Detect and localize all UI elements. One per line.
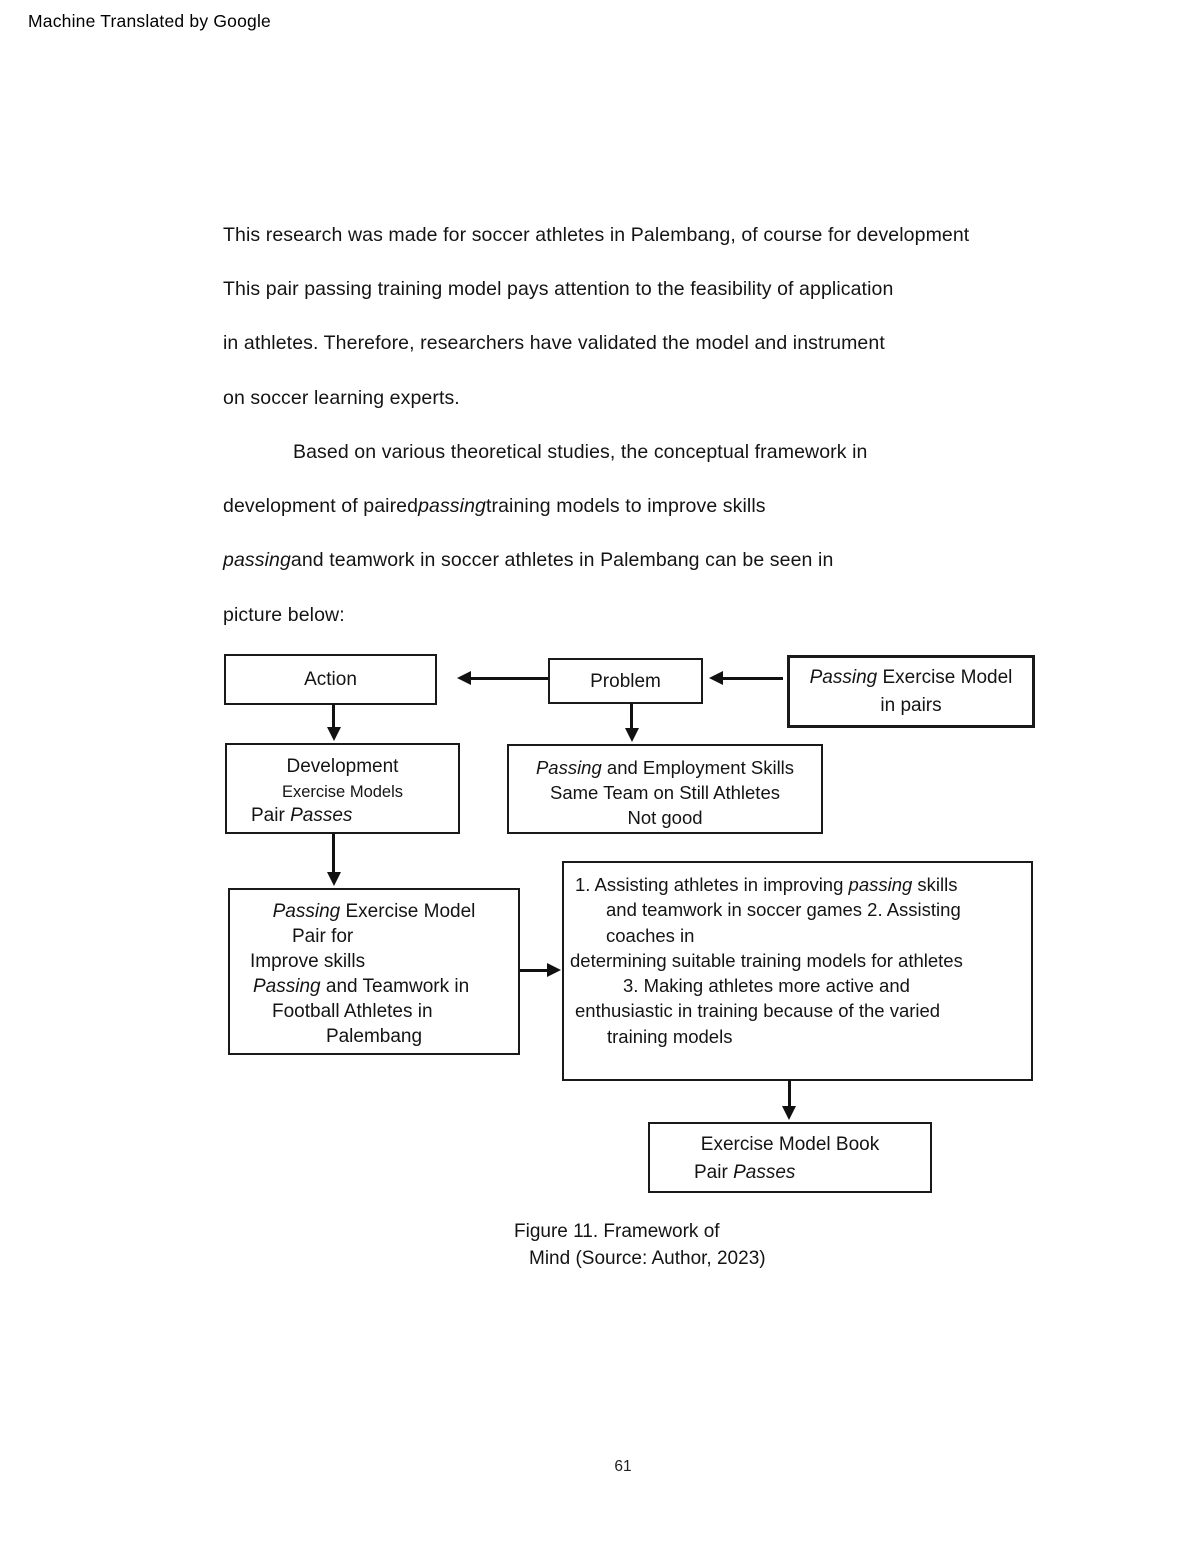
arrow-head-down-icon <box>782 1106 796 1120</box>
arrow-head-right-icon <box>547 963 561 977</box>
flowchart-box-action: Action <box>224 654 437 705</box>
arrow-shaft <box>332 833 335 874</box>
box-line: 3. Making athletes more active and <box>623 975 910 997</box>
page-number: 61 <box>614 1458 632 1475</box>
box-line: Exercise Model Book <box>700 1134 880 1155</box>
watermark-text: Machine Translated by Google <box>28 11 271 31</box>
box-line: Passing and Teamwork in <box>253 976 470 997</box>
box-line: Development <box>286 756 399 777</box>
paragraph-line: picture below: <box>223 603 345 626</box>
box-line: Passing Exercise Model <box>272 901 476 922</box>
arrow-head-down-icon <box>625 728 639 742</box>
box-line: Palembang <box>325 1026 423 1047</box>
box-line: Passing Exercise Model <box>809 667 1013 688</box>
paragraph-block: This research was made for soccer athlet… <box>223 208 969 642</box>
box-line: Passing and Employment Skills <box>535 757 795 778</box>
box-line: Exercise Models <box>281 782 404 801</box>
flowchart-box-passing-exercise-model-in-pairs: Passing Exercise Model in pairs <box>787 655 1035 728</box>
box-line: 1. Assisting athletes in improving passi… <box>575 874 958 895</box>
box-line: in pairs <box>880 695 942 716</box>
box-label: Action <box>304 669 357 690</box>
figure-caption-line2: Mind (Source: Author, 2023) <box>529 1248 766 1269</box>
box-line: Football Athletes in <box>272 1001 433 1022</box>
box-line: coaches in <box>606 924 695 946</box>
paragraph-line: development of paired passing training m… <box>223 495 766 518</box>
arrow-shaft <box>520 969 549 972</box>
flowchart-box-problem: Problem <box>548 658 703 704</box>
box-line: determining suitable training models for… <box>570 949 963 971</box>
paragraph-line: This pair passing training model pays at… <box>223 277 894 300</box>
box-line: Pair Passes <box>251 805 353 826</box>
figure-caption-line1: Figure 11. Framework of <box>514 1221 720 1242</box>
flowchart-box-passing-employment-skills: Passing and Employment Skills Same Team … <box>507 744 823 834</box>
box-line: Pair for <box>292 926 354 947</box>
box-line: enthusiastic in training because of the … <box>575 1000 941 1022</box>
arrow-shaft <box>470 677 548 680</box>
box-line: and teamwork in soccer games 2. Assistin… <box>606 899 961 921</box>
paragraph-line: This research was made for soccer athlet… <box>223 223 970 246</box>
flowchart-box-outcomes-list: 1. Assisting athletes in improving passi… <box>562 861 1033 1081</box>
arrow-shaft <box>722 677 783 680</box>
arrow-shaft <box>332 704 335 729</box>
arrow-shaft <box>788 1080 791 1108</box>
box-label: Problem <box>590 670 661 692</box>
paragraph-line: on soccer learning experts. <box>223 386 460 409</box>
box-line: Improve skills <box>250 951 366 972</box>
box-line: Pair Passes <box>694 1162 796 1183</box>
paragraph-line: Based on various theoretical studies, th… <box>293 440 868 463</box>
flowchart-box-exercise-model-book: Exercise Model Book Pair Passes <box>648 1122 932 1193</box>
arrow-head-down-icon <box>327 872 341 886</box>
box-line: Same Team on Still Athletes <box>549 782 780 803</box>
arrow-head-left-icon <box>709 671 723 685</box>
arrow-head-down-icon <box>327 727 341 741</box>
arrow-head-left-icon <box>457 671 471 685</box>
flowchart-box-development-exercise-models: Development Exercise Models Pair Passes <box>225 743 460 834</box>
paragraph-line: in athletes. Therefore, researchers have… <box>223 332 885 355</box>
arrow-shaft <box>630 703 633 730</box>
box-line: Not good <box>627 807 703 828</box>
paragraph-line: passing and teamwork in soccer athletes … <box>223 549 834 572</box>
flowchart-box-passing-exercise-model-pair: Passing Exercise Model Pair for Improve … <box>228 888 520 1055</box>
box-line: training models <box>607 1025 733 1047</box>
